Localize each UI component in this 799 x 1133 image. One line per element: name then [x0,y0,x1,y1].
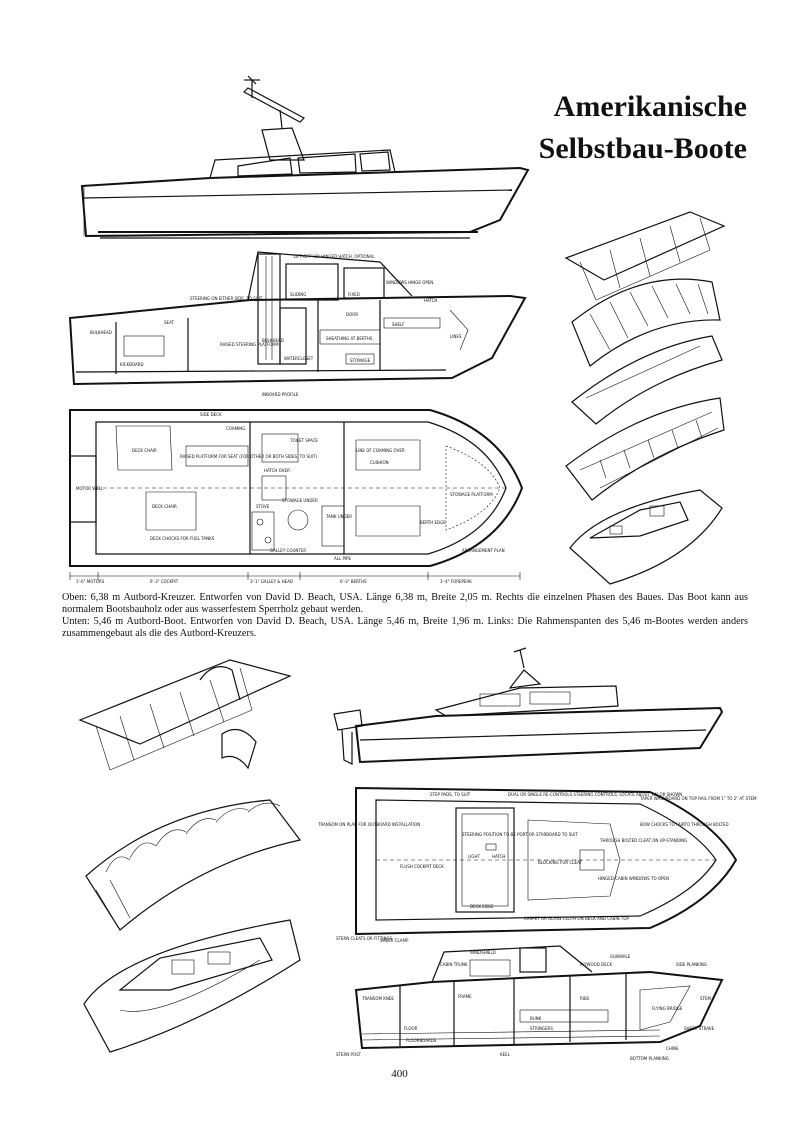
label-lines: LINES [450,334,462,339]
label-water-closet: WATERCLOSET [284,356,314,361]
label-carpet: CARPET OR GLASS CLOTH ON DECK AND CABIN … [524,916,630,921]
label-stern-cleats: STERN CLEATS OR FITTINGS [336,936,393,941]
label-flying-bridge: FLYING BRIDGE [652,1006,683,1011]
title-line-2: Selbstbau-Boote [538,132,747,165]
label-stowage-under: STOWAGE UNDER [282,498,318,503]
inboard-profile-drawing: "LIFT-OFF" OR HINGED HATCH, OPTIONAL WIN… [68,251,527,397]
page-number: 400 [391,1068,408,1080]
label-cabin-trunk: CABIN TRUNK [440,962,468,967]
label-bulkhead-2: BULKHEAD [262,338,284,343]
small-boat-plan-drawing: STEP PADS, TO SUIT DUAL OR SINGLE RE-CON… [317,786,757,941]
label-floor: FLOOR [404,1026,418,1031]
small-boat-profile-drawing [333,647,724,765]
label-stringers: STRINGERS [530,1026,553,1031]
label-arrangement-plan: ARRANGEMENT PLAN [462,548,505,553]
build-phases-drawing [564,211,726,585]
label-fixed: FIXED [348,292,360,297]
label-dim-forepeak: 3'-4" FOREPEAK [440,579,472,584]
label-dual-steering: DUAL OR SINGLE RE-CONTROLS STEERING CONT… [508,792,682,797]
label-ribs: RIBS [580,996,590,1001]
label-kickboard: KICKBOARD [120,362,144,367]
label-stowage: STOWAGE [350,358,371,363]
cruiser-profile-drawing [80,75,530,239]
label-berth-edge: BERTH EDGE [420,520,446,525]
label-motor-well: MOTOR WELL [76,486,104,491]
label-stern-post: STERN POST [336,1052,362,1057]
label-dim-berths: 6'-3" BERTHS [340,579,367,584]
label-dim-galley: 3'-1" GALLEY & HEAD [250,579,293,584]
label-steering-position: STEERING POSITION TO BE PORT OR STARBOAR… [462,832,578,837]
label-windows: WINDOWS HINGE OPEN [386,280,433,285]
label-floorboards: FLOORBOARDS [406,1038,437,1043]
label-raised-steering: RAISED STEERING PLATFORM [220,342,279,347]
label-inboard-profile: INBOARD PROFILE [262,392,299,397]
arrangement-plan-drawing: SIDE DECK COAMING DECK CHAIR RAISED PLAT… [69,409,524,584]
label-bow-chocks: BOW CHOCKS TO FAIRTO THROUGH BOLTED [640,822,729,827]
label-shelf: SHELF [392,322,405,327]
label-taper-washboard: TAPER WASHBOARD ON TOP RAIL FROM 1" TO 2… [639,796,757,801]
label-through-bolted: THROUGH BOLTED CLEAT ON UP-STANDING [599,838,687,843]
label-sheer-clamp: SHEER CLAMP [380,938,409,943]
label-step-pads: STEP PADS, TO SUIT [430,792,471,797]
label-transom-plan: TRANSOM ON PLAN FOR OUTBOARD INSTALLATIO… [317,822,420,827]
label-bunk: BUNK [530,1016,542,1021]
label-hinged-windshield: HINGED CABIN WINDOWS TO OPEN [598,876,669,881]
label-keel: KEEL [500,1052,511,1057]
label-side-plank: SIDE PLANKING [676,962,707,967]
label-cushion: CUSHION [370,460,389,465]
label-bottom-plank: BOTTOM PLANKING [630,1056,669,1061]
label-stem: STEM [700,996,712,1001]
label-deck-chair: DECK CHAIR [132,448,157,453]
label-deck-edge: DECK EDGE [470,904,494,909]
label-plywood-deck: PLYWOOD DECK [580,962,613,967]
label-coaming: COAMING [226,426,245,431]
label-frame: FRAME [458,994,472,999]
title-line-1: Amerikanische [553,90,747,123]
label-stowage-platform: STOWAGE PLATFORM [450,492,493,497]
label-chine: CHINE [666,1046,679,1051]
caption-unten: Unten: 5,46 m Autbord-Boot. Entworfen vo… [62,616,748,639]
label-tank-under: TANK UNDER [325,514,352,519]
label-door: DOOR [346,312,358,317]
label-deck-chair-2: DECK CHAIR [152,504,177,509]
label-hatch-2: HATCH [492,854,505,859]
page-title: Amerikanische Selbstbau-Boote [487,86,747,170]
label-lift-off: "LIFT-OFF" OR HINGED HATCH, OPTIONAL [292,254,375,259]
label-all-pipe: ALL PIPE [334,556,351,561]
small-boat-section-drawing: SHEER CLAMP KEEL STEM CHINE FRAME STRING… [336,938,724,1061]
label-bulkhead: BULKHEAD [90,330,112,335]
label-sliding: SLIDING [290,292,306,297]
label-light: LIGHT [468,854,481,859]
caption-oben: Oben: 6,38 m Autbord-Kreuzer. Entworfen … [62,592,748,615]
label-dim-motors: 1'-6" MOTORS [76,579,105,584]
label-sheer-strake: SHEER STRAKE [684,1026,715,1031]
label-windshield: WINDSHIELD [470,950,496,955]
label-steering: STEERING ON EITHER SIDE, TO SUIT [190,296,263,301]
label-gunwale: GUNWALE [610,954,631,959]
label-dim-cockpit: 6'-3" COCKPIT [150,579,179,584]
label-toilet-space: TOILET SPACE [289,438,318,443]
label-galley-counter: GALLEY COUNTER [270,548,306,553]
frames-assembly-drawing [78,659,302,1053]
label-raised-platform: RAISED PLATFORM FOR SEAT (FOR OTHER OR B… [180,454,318,459]
label-sheathing: SHEATHING AT BERTHS [326,336,373,341]
label-hatch: HATCH [424,298,437,303]
label-side-deck: SIDE DECK [200,412,222,417]
label-seat: SEAT [164,320,174,325]
label-transom-knee: TRANSOM KNEE [361,996,394,1001]
label-chocks: DECK CHOCKS FOR FUEL TANKS [150,536,215,541]
label-blocking: BLOCKING FOR CLEAT [538,860,582,865]
label-hatch-over: HATCH OVER [264,468,290,473]
label-flush-deck: FLUSH COCKPIT DECK [400,864,444,869]
label-line-of-coaming: LINE OF COAMING OVER [356,448,405,453]
label-stove: STOVE [256,504,270,509]
